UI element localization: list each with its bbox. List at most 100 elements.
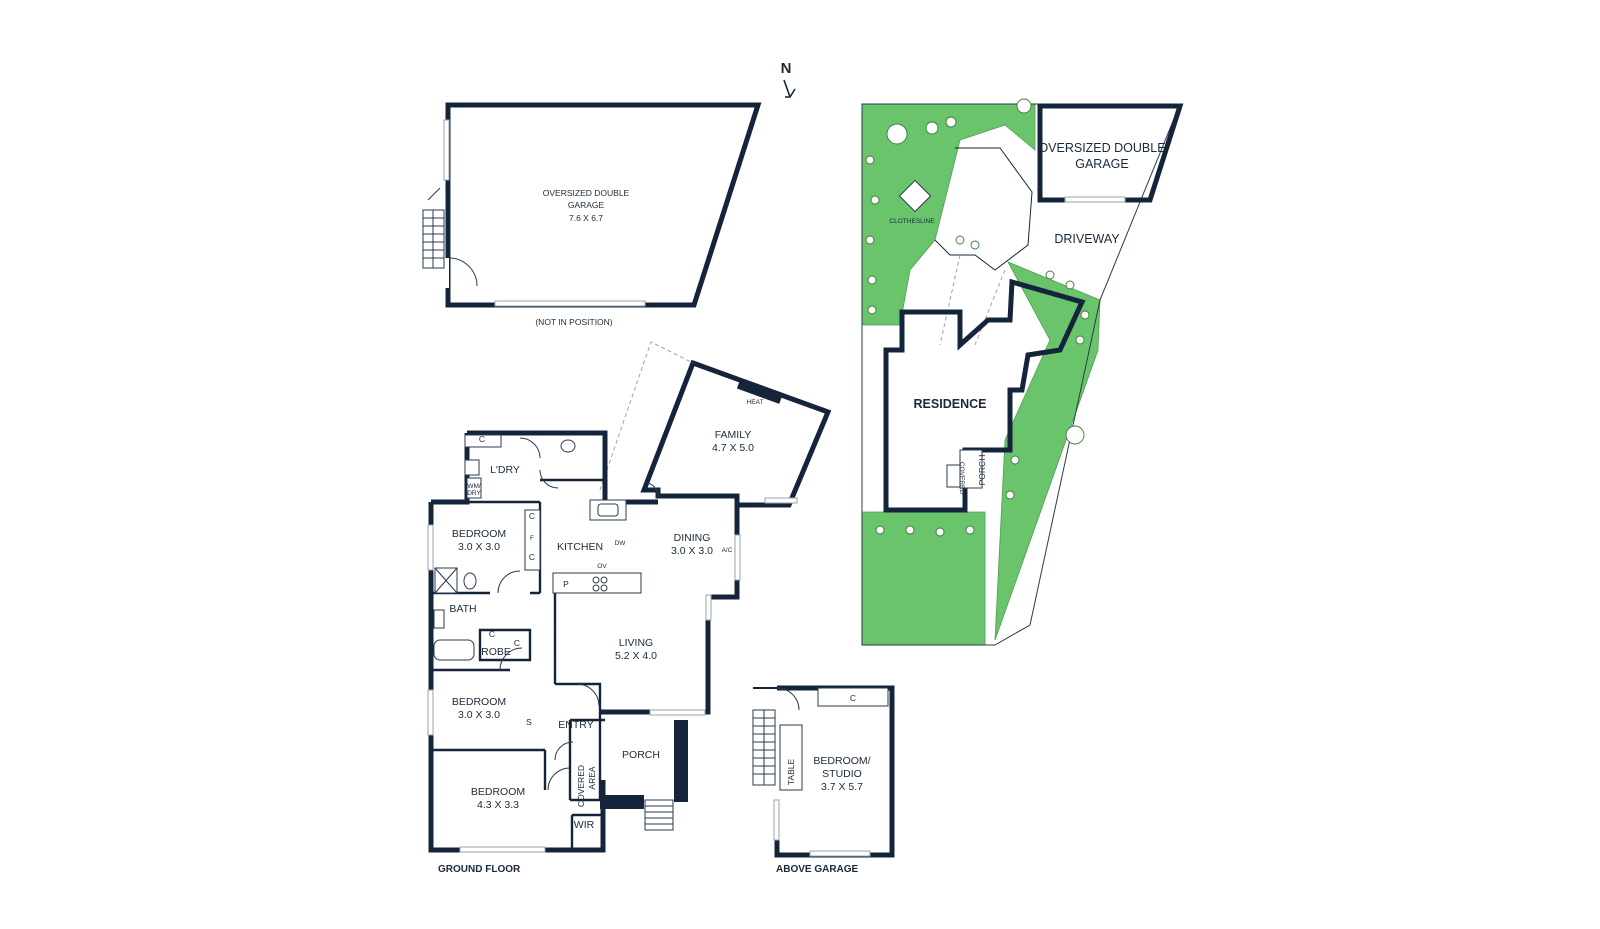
door-swings: [497, 437, 659, 791]
laundry-cupboard: [464, 434, 502, 448]
dining-window: [734, 534, 741, 581]
fridge-label: F: [530, 535, 534, 542]
shelf-label: S: [526, 717, 532, 727]
ov-label: OV: [597, 563, 607, 570]
robe-label: ROBE: [481, 646, 511, 658]
living-side-window: [705, 594, 712, 621]
porch-label: PORCH: [622, 749, 660, 761]
kitchen-label: KITCHEN: [557, 541, 603, 553]
site-residence: [883, 278, 1086, 513]
bedroom1-window: [427, 524, 434, 571]
ground-floor-plan: FAMILY 4.7 X 5.0 HEAT L'DRY WM/ DRY C BE…: [427, 341, 832, 875]
vanity: [433, 609, 445, 629]
porch-stairs: [644, 799, 674, 831]
shrub-icons: [865, 98, 1090, 537]
garage-side-door-swing: [448, 257, 478, 287]
garage-window-left: [443, 119, 450, 181]
garage-plan: OVERSIZED DOUBLE GARAGE 7.6 X 6.7 (NOT I…: [422, 102, 762, 327]
robe-cupboard-label: C: [489, 629, 495, 639]
above-garage-plan: C TABLE BEDROOM/ STUDIO 3.7 X 5.7 ABOVE …: [752, 685, 895, 875]
family-window-bottom: [764, 497, 798, 504]
cooktop-burner: [600, 576, 608, 584]
studio-stairs: [752, 709, 776, 786]
heat-label: HEAT: [747, 399, 764, 406]
laundry-label: L'DRY: [490, 464, 520, 476]
wir-label: WIR: [574, 819, 595, 831]
studio-label-2: STUDIO: [822, 768, 862, 780]
studio-window-bottom: [809, 850, 871, 857]
laundry-cupboard-label: C: [479, 434, 485, 444]
porch-pier: [674, 720, 688, 802]
pantry-label: P: [563, 579, 569, 589]
living-label: LIVING: [619, 637, 653, 649]
studio-cupboard-label: C: [850, 693, 856, 703]
garage-dims: 7.6 X 6.7: [569, 213, 603, 223]
north-arrow-icon: [783, 79, 796, 98]
bath-label: BATH: [449, 603, 476, 615]
ground-floor-caption: GROUND FLOOR: [438, 864, 521, 875]
bedroom2-window: [427, 689, 434, 736]
kitchen-cupboard-label-2: C: [529, 552, 535, 562]
family-pergola-outline: [599, 341, 694, 491]
living-window: [649, 709, 706, 716]
bedroom3-label: BEDROOM: [471, 786, 525, 798]
garage-door: [494, 300, 646, 307]
family-dims: 4.7 X 5.0: [712, 442, 754, 454]
garage-label-line2: GARAGE: [568, 200, 605, 210]
clothesline-label: CLOTHESLINE: [889, 218, 935, 225]
site-garage-label-1: OVERSIZED DOUBLE: [1038, 141, 1165, 155]
robe-cupboard-label-2: C: [514, 638, 520, 648]
clothesline-icon: [898, 179, 932, 213]
site-covered-label: COVERED: [958, 462, 965, 494]
kitchen-sink-bowl: [597, 503, 619, 517]
wm-label: WM/: [467, 483, 481, 490]
garage-stairs: [422, 187, 445, 269]
porch-step-block: [600, 795, 644, 809]
dining-dims: 3.0 X 3.0: [671, 545, 713, 557]
site-garage: [1037, 103, 1184, 203]
interior-walls: [431, 478, 607, 850]
cooktop-burner: [592, 584, 600, 592]
entry-label: ENTRY: [558, 719, 593, 731]
bedroom1-dims: 3.0 X 3.0: [458, 541, 500, 553]
cooktop-burner: [592, 576, 600, 584]
bathtub: [433, 639, 475, 661]
laundry-toilet: [560, 439, 576, 453]
studio-cupboard: [817, 687, 889, 707]
cooktop-burner: [600, 584, 608, 592]
kitchen-cupboard-label: C: [529, 511, 535, 521]
washing-machine: [466, 477, 482, 499]
residence-label: RESIDENCE: [914, 397, 987, 411]
garage-label-line1: OVERSIZED DOUBLE: [543, 188, 630, 198]
bedroom1-label: BEDROOM: [452, 528, 506, 540]
bedroom3-dims: 4.3 X 3.3: [477, 799, 519, 811]
laundry-tub: [464, 459, 480, 476]
dw-label: DW: [615, 540, 627, 547]
bedroom2-label: BEDROOM: [452, 696, 506, 708]
path-dashes: [939, 254, 1006, 346]
lawn-north: [861, 103, 1036, 326]
toilet: [463, 572, 477, 590]
north-label: N: [781, 60, 792, 77]
studio-dims: 3.7 X 5.7: [821, 781, 863, 793]
family-heater-block: [736, 379, 783, 404]
studio-label-1: BEDROOM/: [813, 755, 870, 767]
bedroom3-window: [459, 846, 546, 853]
kitchen-cupboards: [524, 509, 541, 571]
north-arrow: N: [781, 60, 796, 98]
site-covered-area: [946, 464, 961, 488]
site-garage-label-2: GARAGE: [1075, 157, 1129, 171]
above-garage-caption: ABOVE GARAGE: [776, 864, 859, 875]
living-dims: 5.2 X 4.0: [615, 650, 657, 662]
garage-walls: [445, 102, 762, 308]
dry-label: DRY: [467, 490, 481, 497]
garage-note: (NOT IN POSITION): [535, 317, 612, 327]
studio-window-left: [773, 799, 780, 841]
garage-side-door-gap: [444, 258, 449, 288]
family-label: FAMILY: [715, 429, 752, 441]
family-walls: [640, 359, 832, 508]
site-porch-label: PORCH: [977, 455, 987, 486]
studio-table: [779, 724, 803, 791]
dining-label: DINING: [674, 532, 711, 544]
